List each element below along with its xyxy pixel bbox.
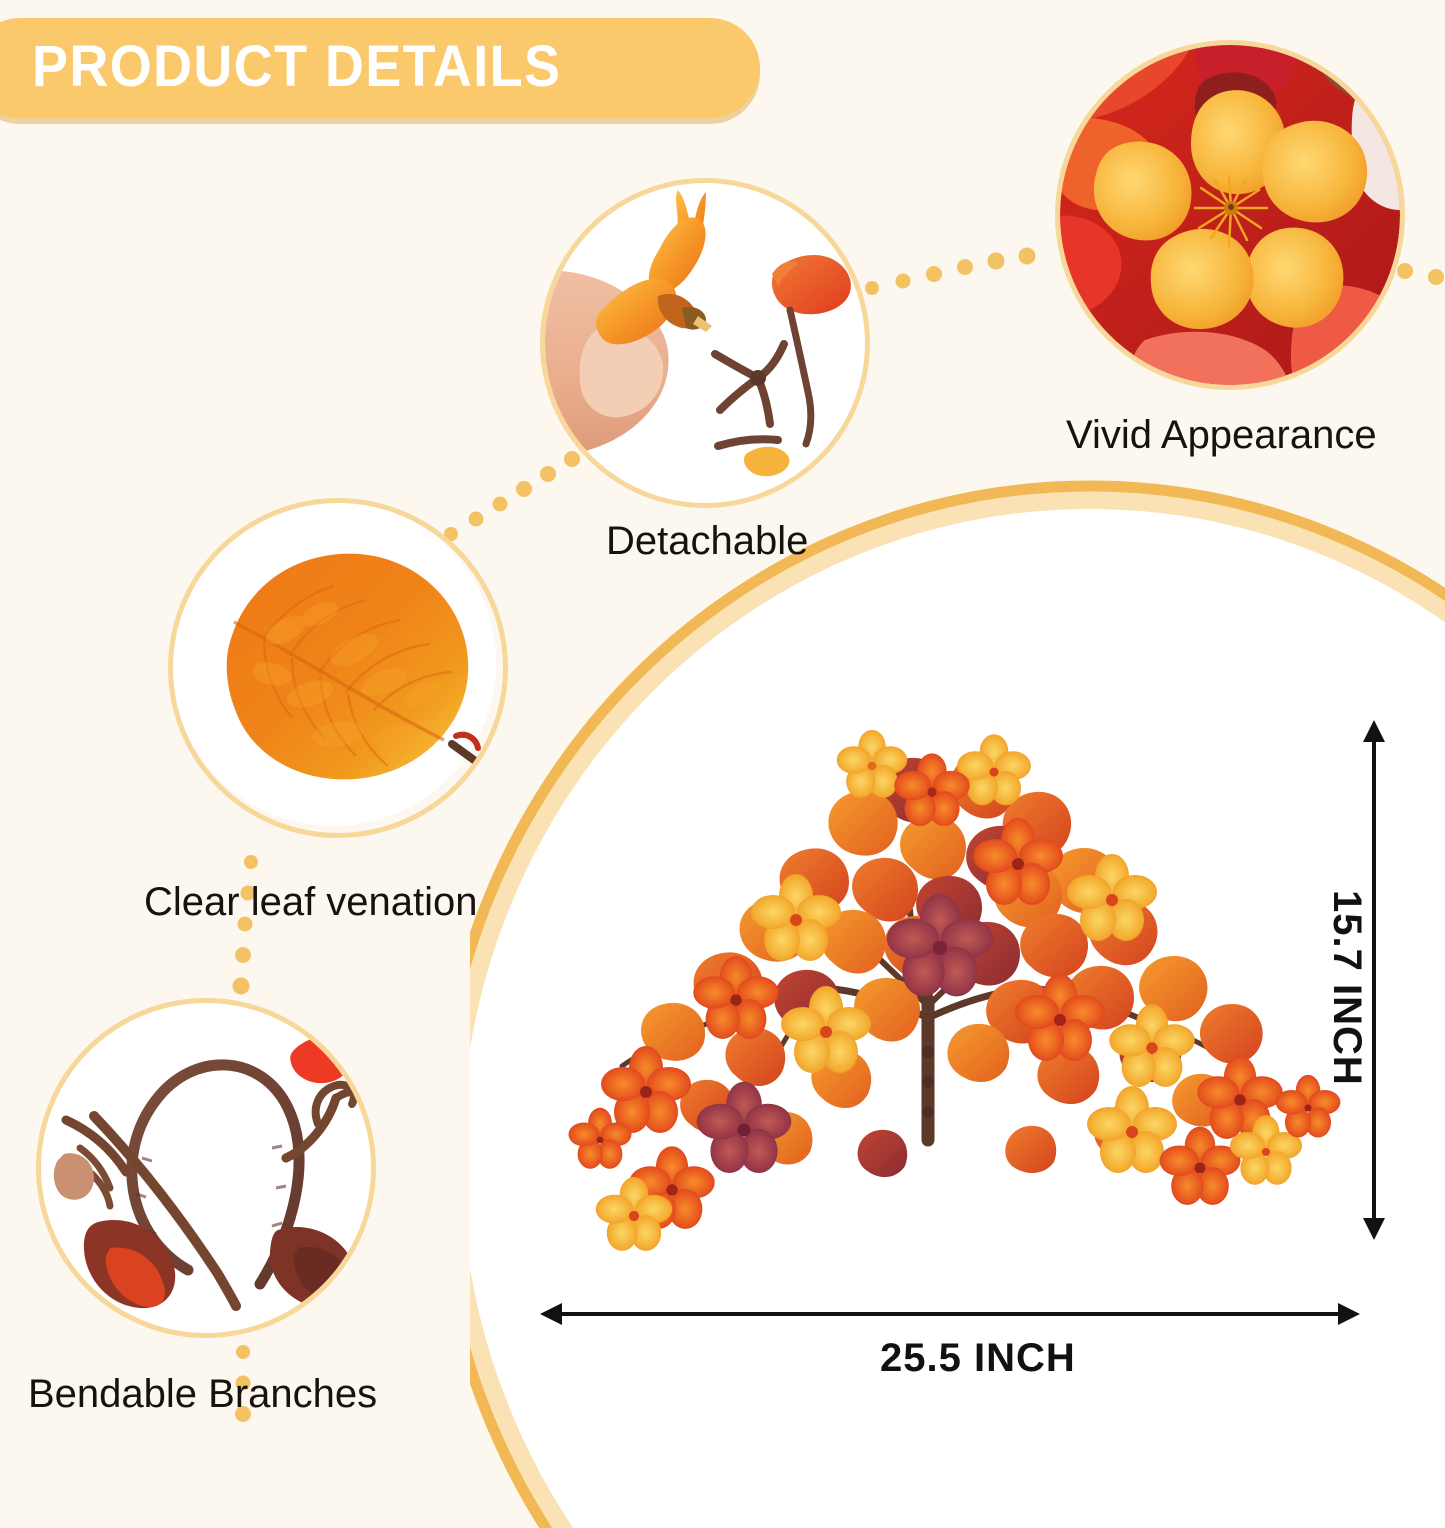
dimension-width-arrow (540, 1296, 1360, 1332)
feature-clear-leaf-venation[interactable] (168, 498, 508, 838)
feature-label-bendable-branches: Bendable Branches (28, 1372, 378, 1416)
hand-detaching-flower-icon (545, 183, 865, 503)
feature-vivid-appearance[interactable] (1055, 40, 1405, 390)
orange-leaf-icon (170, 500, 496, 826)
hero-arc-panel (470, 468, 1445, 1528)
product-image (560, 700, 1370, 1270)
page-title: PRODUCT DETAILS (32, 34, 562, 100)
dimension-height-label: 15.7 INCH (1325, 890, 1369, 1086)
header-banner: PRODUCT DETAILS (0, 18, 760, 118)
feature-detachable[interactable] (540, 178, 870, 508)
dimension-height-arrow (1352, 720, 1396, 1240)
dimension-width-label: 25.5 INCH (880, 1336, 1076, 1380)
bent-branch-loop-icon (41, 1003, 371, 1333)
feature-bendable-branches[interactable] (36, 998, 376, 1338)
feature-label-detachable: Detachable (606, 519, 809, 563)
product-details-infographic: PRODUCT DETAILS (0, 18, 1445, 1528)
yellow-flower-closeup-icon (1060, 45, 1400, 385)
feature-label-clear-leaf-venation: Clear leaf venation (144, 880, 478, 924)
feature-label-vivid-appearance: Vivid Appearance (1066, 413, 1377, 457)
